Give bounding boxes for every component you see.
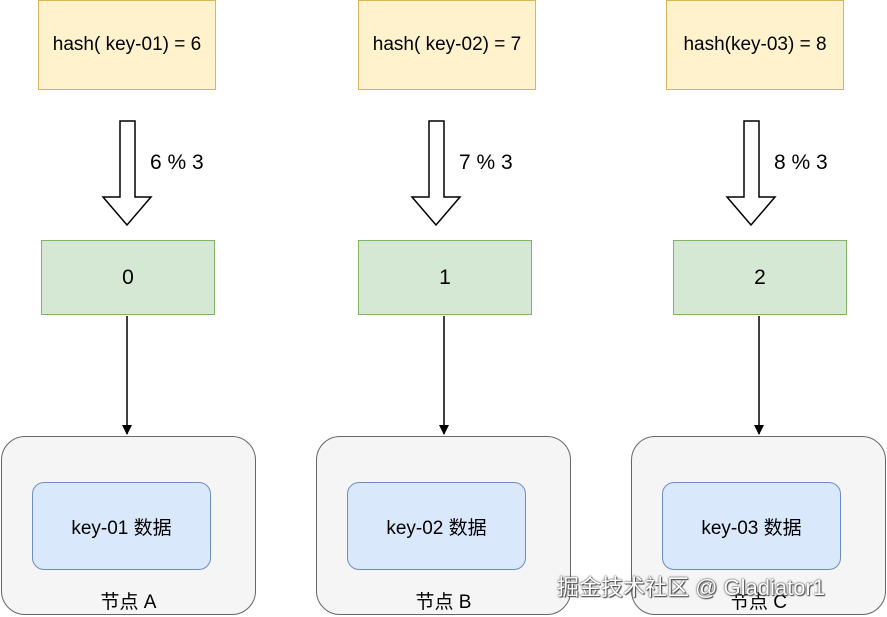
data-box: key-02 数据 xyxy=(347,482,526,570)
bucket-box: 2 xyxy=(673,240,847,315)
watermark: 掘金技术社区 @ Gladiator1 xyxy=(557,575,826,600)
bucket-box: 0 xyxy=(41,240,215,315)
hash-box: hash( key-01) = 6 xyxy=(38,0,216,90)
data-label: key-02 数据 xyxy=(386,517,487,539)
hash-box: hash(key-03) = 8 xyxy=(666,0,844,90)
bucket-label: 1 xyxy=(439,265,451,289)
bucket-label: 0 xyxy=(122,265,134,289)
node-container: key-01 数据 节点 A xyxy=(1,436,256,615)
hash-label: hash( key-01) = 6 xyxy=(52,34,202,55)
bucket-label: 2 xyxy=(754,265,766,289)
block-arrow-down-icon xyxy=(725,120,777,227)
node-container: key-03 数据 节点 C xyxy=(631,436,886,615)
mod-label: 6 % 3 xyxy=(150,151,204,174)
node-container: key-02 数据 节点 B xyxy=(316,436,571,615)
data-box: key-01 数据 xyxy=(32,482,211,570)
mod-label: 7 % 3 xyxy=(459,151,513,174)
block-arrow-down-icon xyxy=(410,120,462,227)
bucket-box: 1 xyxy=(358,240,532,315)
data-label: key-01 数据 xyxy=(71,517,172,539)
mod-label: 8 % 3 xyxy=(774,151,828,174)
data-box: key-03 数据 xyxy=(662,482,841,570)
data-label: key-03 数据 xyxy=(701,517,802,539)
node-label: 节点 B xyxy=(415,592,472,613)
block-arrow-down-icon xyxy=(101,120,153,227)
hash-label: hash(key-03) = 8 xyxy=(683,34,827,55)
hash-box: hash( key-02) = 7 xyxy=(358,0,536,90)
hash-label: hash( key-02) = 7 xyxy=(372,34,522,55)
node-label: 节点 C xyxy=(729,592,787,613)
node-label: 节点 A xyxy=(100,592,157,613)
